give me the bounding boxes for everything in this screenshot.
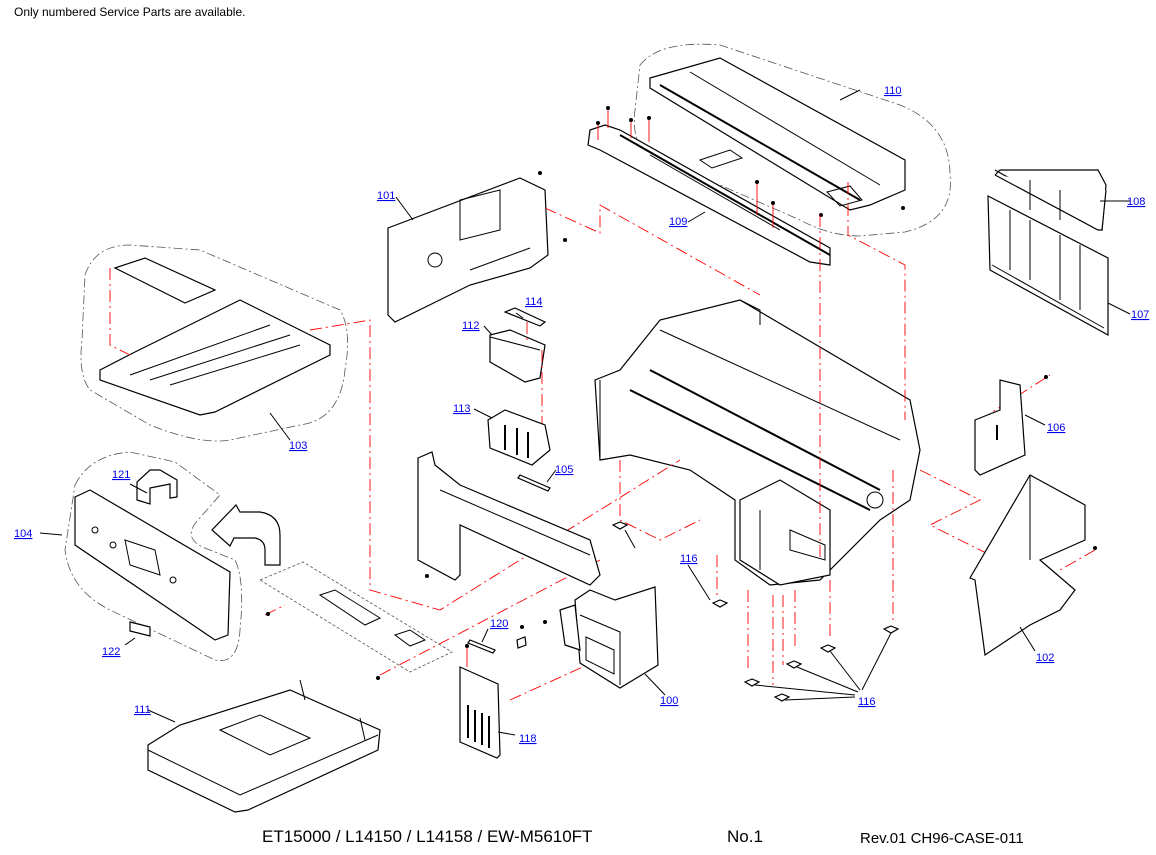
revision-code: Rev.01 CH96-CASE-011	[860, 830, 1024, 847]
assembly-outline-110	[633, 43, 951, 237]
part-label-121[interactable]: 121	[112, 469, 130, 481]
panel-board	[259, 561, 453, 680]
model-names: ET15000 / L14150 / L14158 / EW-M5610FT	[262, 827, 593, 846]
leader-lines	[39, 89, 1131, 736]
assembly-outline-104	[64, 451, 243, 662]
part-label-106[interactable]: 106	[1047, 422, 1065, 434]
part-label-104[interactable]: 104	[14, 528, 32, 540]
part-drawing-122	[129, 621, 151, 637]
part-drawing-120	[467, 639, 496, 654]
part-label-109[interactable]: 109	[669, 216, 687, 228]
part-label-101[interactable]: 101	[377, 190, 395, 202]
part-label-118[interactable]: 118	[519, 733, 537, 745]
part-label-112[interactable]: 112	[462, 320, 480, 332]
part-drawing-front-frame	[417, 451, 601, 586]
part-label-105[interactable]: 105	[555, 464, 573, 476]
part-drawing-113	[487, 409, 551, 466]
part-label-103[interactable]: 103	[289, 440, 307, 452]
part-label-116-right[interactable]: 116	[858, 696, 876, 708]
part-drawing-102	[969, 474, 1097, 657]
part-drawing-121	[136, 469, 178, 505]
part-label-122[interactable]: 122	[102, 646, 120, 658]
service-parts-note: Only numbered Service Parts are availabl…	[14, 5, 246, 19]
part-drawing-100	[559, 586, 659, 689]
part-label-113[interactable]: 113	[453, 403, 471, 415]
part-drawing-107	[987, 195, 1109, 337]
part-label-100[interactable]: 100	[660, 695, 678, 707]
part-drawing-105	[517, 474, 551, 492]
assembly-outline-103	[80, 244, 348, 442]
part-label-110[interactable]: 110	[884, 85, 902, 97]
part-drawing-108	[994, 169, 1107, 231]
part-label-107[interactable]: 107	[1131, 309, 1149, 321]
part-labels: 110 109 101 108 107 106 103 112 114 113 …	[14, 85, 1149, 745]
part-drawing-110	[649, 57, 906, 211]
part-drawing-111	[147, 679, 381, 813]
part-drawing-101	[387, 171, 567, 323]
printer-main-unit	[594, 299, 921, 586]
part-label-116-left[interactable]: 116	[680, 553, 698, 565]
part-drawing-106	[974, 375, 1048, 476]
part-drawing-116-feet	[611, 521, 900, 702]
direction-arrow-icon	[211, 504, 281, 566]
part-drawing-104	[74, 489, 231, 641]
assembly-lines	[109, 182, 1051, 701]
part-drawing-109	[587, 106, 905, 266]
part-label-120[interactable]: 120	[490, 618, 508, 630]
part-label-108[interactable]: 108	[1127, 196, 1145, 208]
part-drawing-114	[503, 307, 547, 327]
part-label-102[interactable]: 102	[1036, 652, 1054, 664]
page-number: No.1	[727, 827, 763, 846]
part-label-114[interactable]: 114	[525, 296, 543, 308]
part-drawing-118	[459, 620, 547, 759]
part-label-111[interactable]: 111	[134, 704, 151, 716]
part-drawing-103	[99, 257, 331, 416]
part-drawing-112	[489, 329, 546, 383]
